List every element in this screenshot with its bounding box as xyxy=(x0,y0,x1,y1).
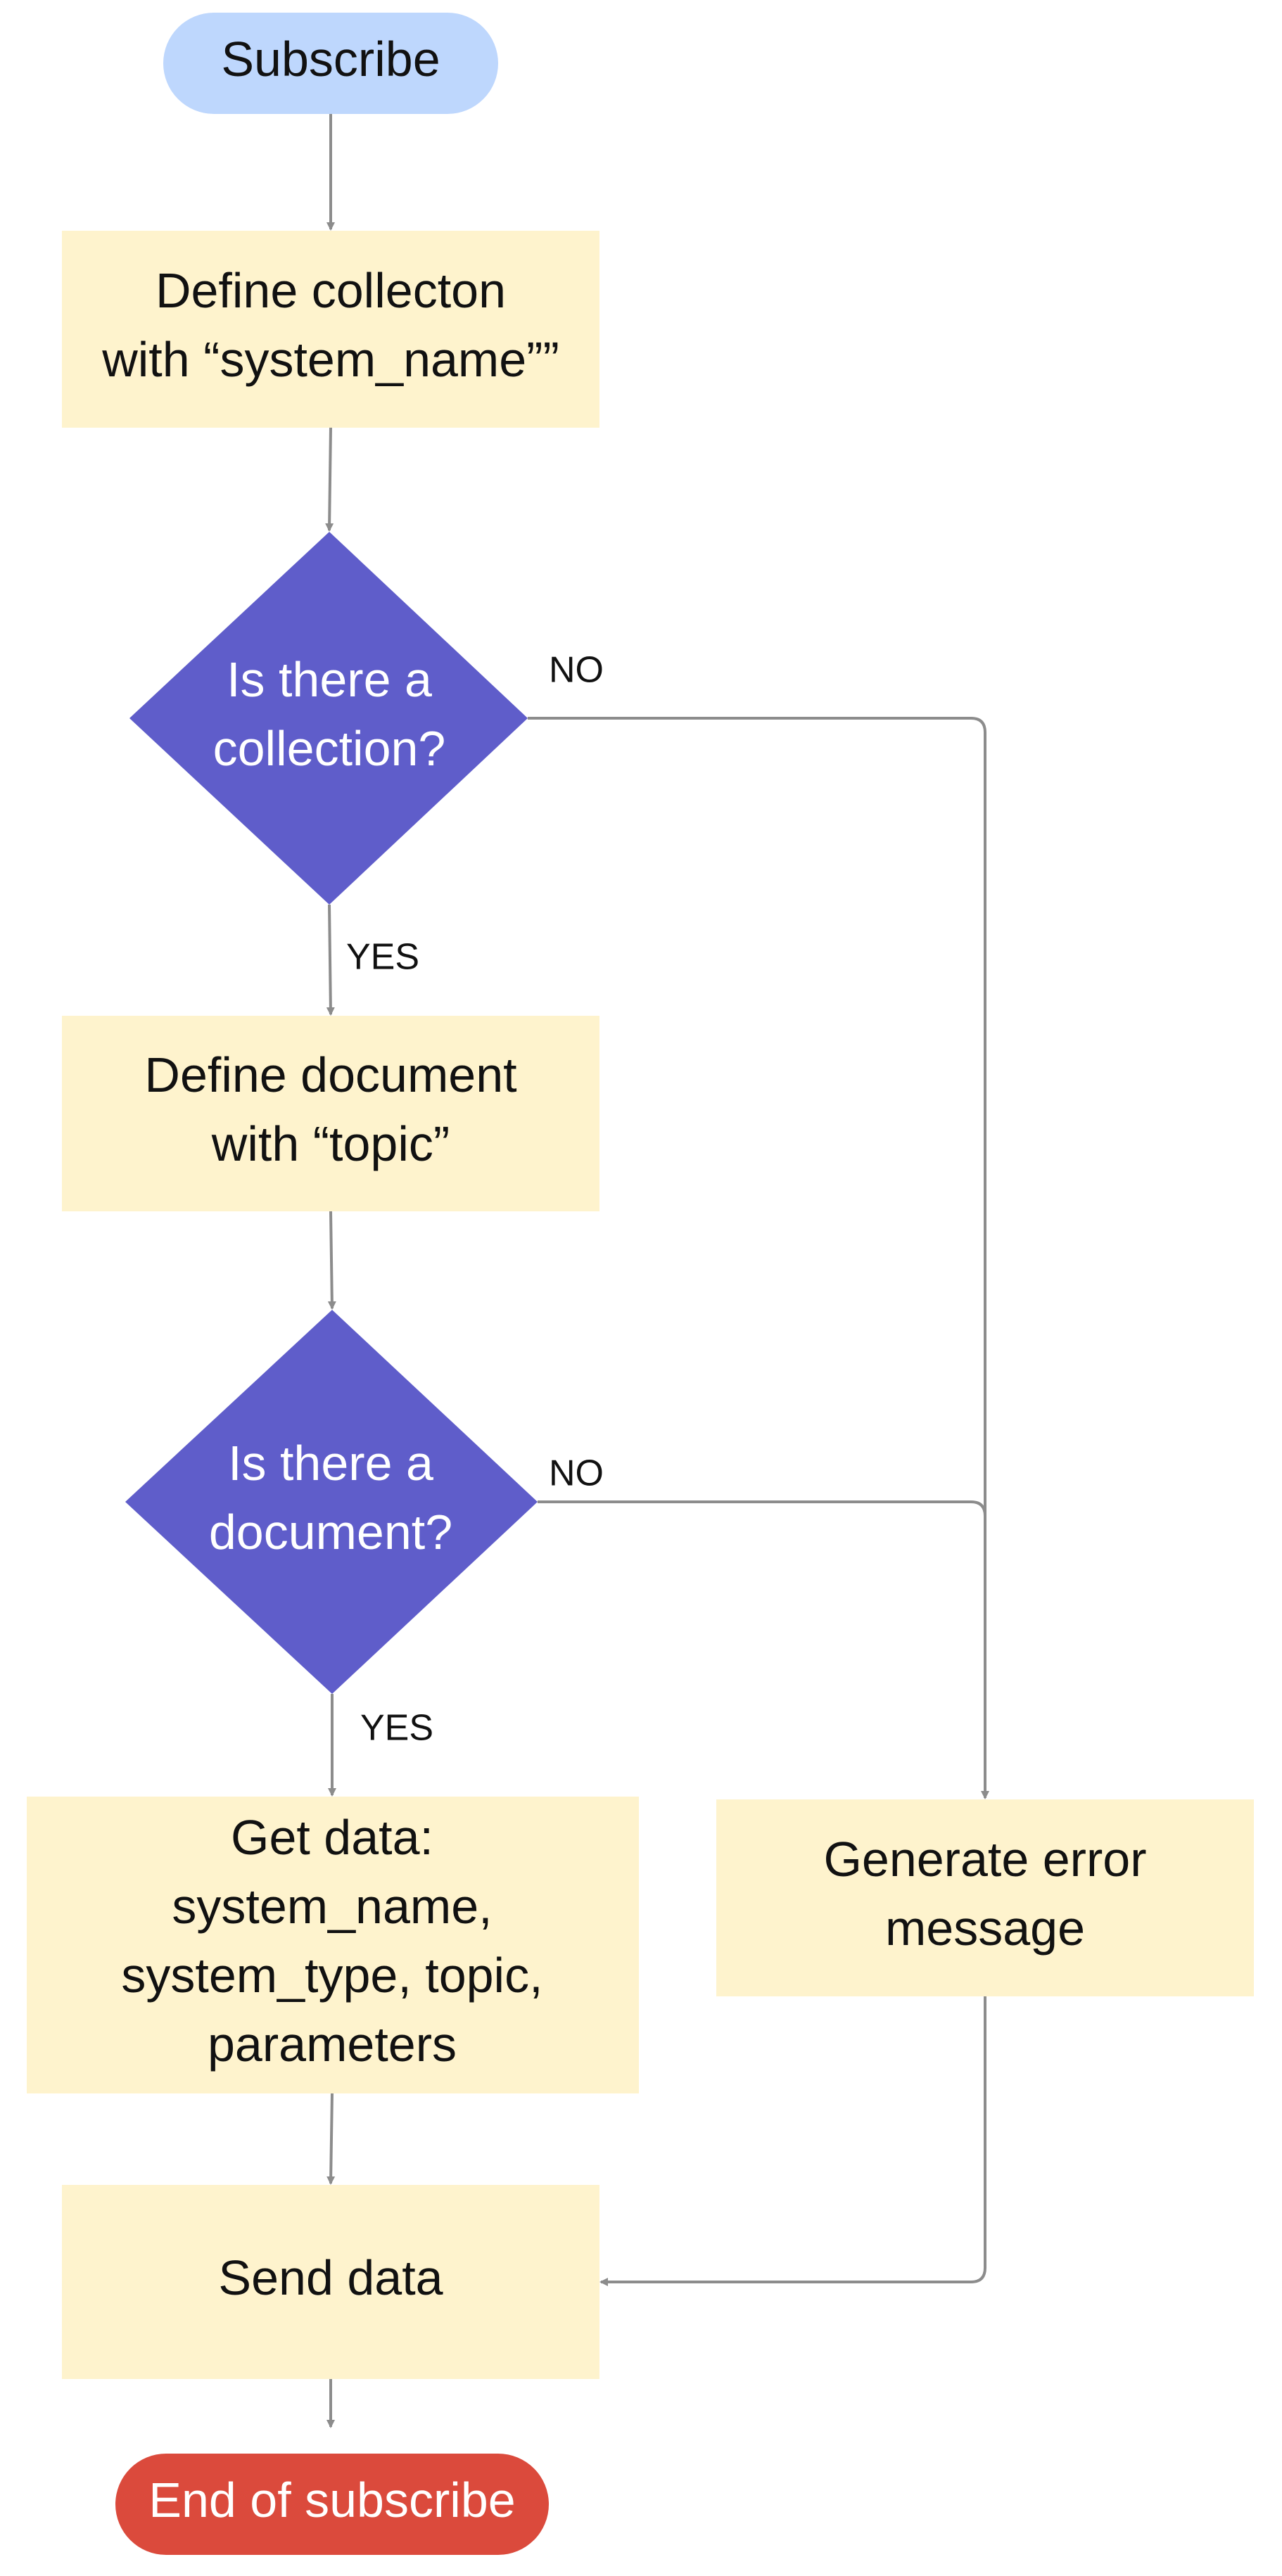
process-define-document-shape xyxy=(62,1016,599,1211)
start-node-shape xyxy=(163,13,498,114)
define-document-line-2: with “topic” xyxy=(211,1116,450,1171)
connector-generate-error-to-send-data xyxy=(599,1996,986,2286)
decision-collection: Is there a collection? xyxy=(129,532,528,905)
decision-document-shape xyxy=(125,1310,538,1694)
process-send-data-shape xyxy=(62,2185,599,2379)
process-get-data: Get data: system_name, system_type, topic,… xyxy=(27,1797,639,2093)
define-collection-line-2: with “system_name”” xyxy=(101,332,559,387)
send-data-line-1: Send data xyxy=(218,2250,443,2305)
is-document-line-2: document? xyxy=(209,1505,452,1560)
decision-document-label: Is there a document? xyxy=(209,1436,452,1560)
connectors xyxy=(325,114,989,2428)
process-get-data-label: Get data: system_name, system_type, topic,… xyxy=(121,1810,542,2072)
process-generate-error-shape xyxy=(716,1799,1254,1996)
edge-labels: NO YES NO YES xyxy=(346,650,604,1749)
process-define-collection-shape xyxy=(62,231,599,428)
edge-label-document-yes: YES xyxy=(360,1708,433,1749)
get-data-line-2: system_name, xyxy=(172,1879,492,1934)
process-define-collection: Define collecton with “system_name”” xyxy=(62,231,599,428)
generate-error-line-1: Generate error xyxy=(823,1832,1146,1887)
connector-define-document-to-document-decision xyxy=(327,1211,336,1310)
process-define-document-label: Define document with “topic” xyxy=(144,1047,516,1171)
get-data-line-3: system_type, topic, xyxy=(121,1948,542,2003)
edge-label-collection-no: NO xyxy=(549,650,604,691)
end-node: End of subscribe xyxy=(115,2454,549,2555)
connector-collection-yes-to-define-document xyxy=(326,904,335,1016)
generate-error-line-2: message xyxy=(885,1901,1085,1956)
decision-collection-shape xyxy=(129,532,528,905)
process-send-data: Send data xyxy=(62,2185,599,2379)
define-collection-line-1: Define collecton xyxy=(156,263,506,318)
subscribe-line-1: Subscribe xyxy=(221,32,440,87)
is-collection-line-1: Is there a xyxy=(227,652,432,707)
define-document-line-1: Define document xyxy=(144,1047,516,1102)
process-define-document: Define document with “topic” xyxy=(62,1016,599,1211)
get-data-line-4: parameters xyxy=(208,2017,457,2072)
process-send-data-label: Send data xyxy=(218,2250,443,2305)
edge-label-document-no: NO xyxy=(549,1453,604,1494)
is-collection-line-2: collection? xyxy=(213,721,446,776)
edge-label-collection-yes: YES xyxy=(346,937,419,978)
decision-collection-label: Is there a collection? xyxy=(213,652,446,776)
end-node-shape xyxy=(115,2454,549,2555)
start-node-label: Subscribe xyxy=(221,32,440,87)
connector-get-data-to-send-data xyxy=(326,2093,336,2185)
connector-define-collection-to-collection-decision xyxy=(325,427,334,532)
get-data-line-1: Get data: xyxy=(231,1810,433,1865)
process-get-data-shape xyxy=(27,1797,639,2093)
is-document-line-1: Is there a xyxy=(228,1436,433,1491)
end-node-label: End of subscribe xyxy=(148,2473,515,2527)
connector-collection-no-to-generate-error xyxy=(528,717,989,1799)
start-node: Subscribe xyxy=(163,13,498,114)
process-generate-error: Generate error message xyxy=(716,1799,1254,1996)
connector-document-no-to-generate-error xyxy=(538,1500,986,1517)
decision-document: Is there a document? xyxy=(125,1310,538,1694)
end-line-1: End of subscribe xyxy=(148,2473,515,2527)
process-define-collection-label: Define collecton with “system_name”” xyxy=(101,263,559,387)
process-generate-error-label: Generate error message xyxy=(823,1832,1146,1956)
